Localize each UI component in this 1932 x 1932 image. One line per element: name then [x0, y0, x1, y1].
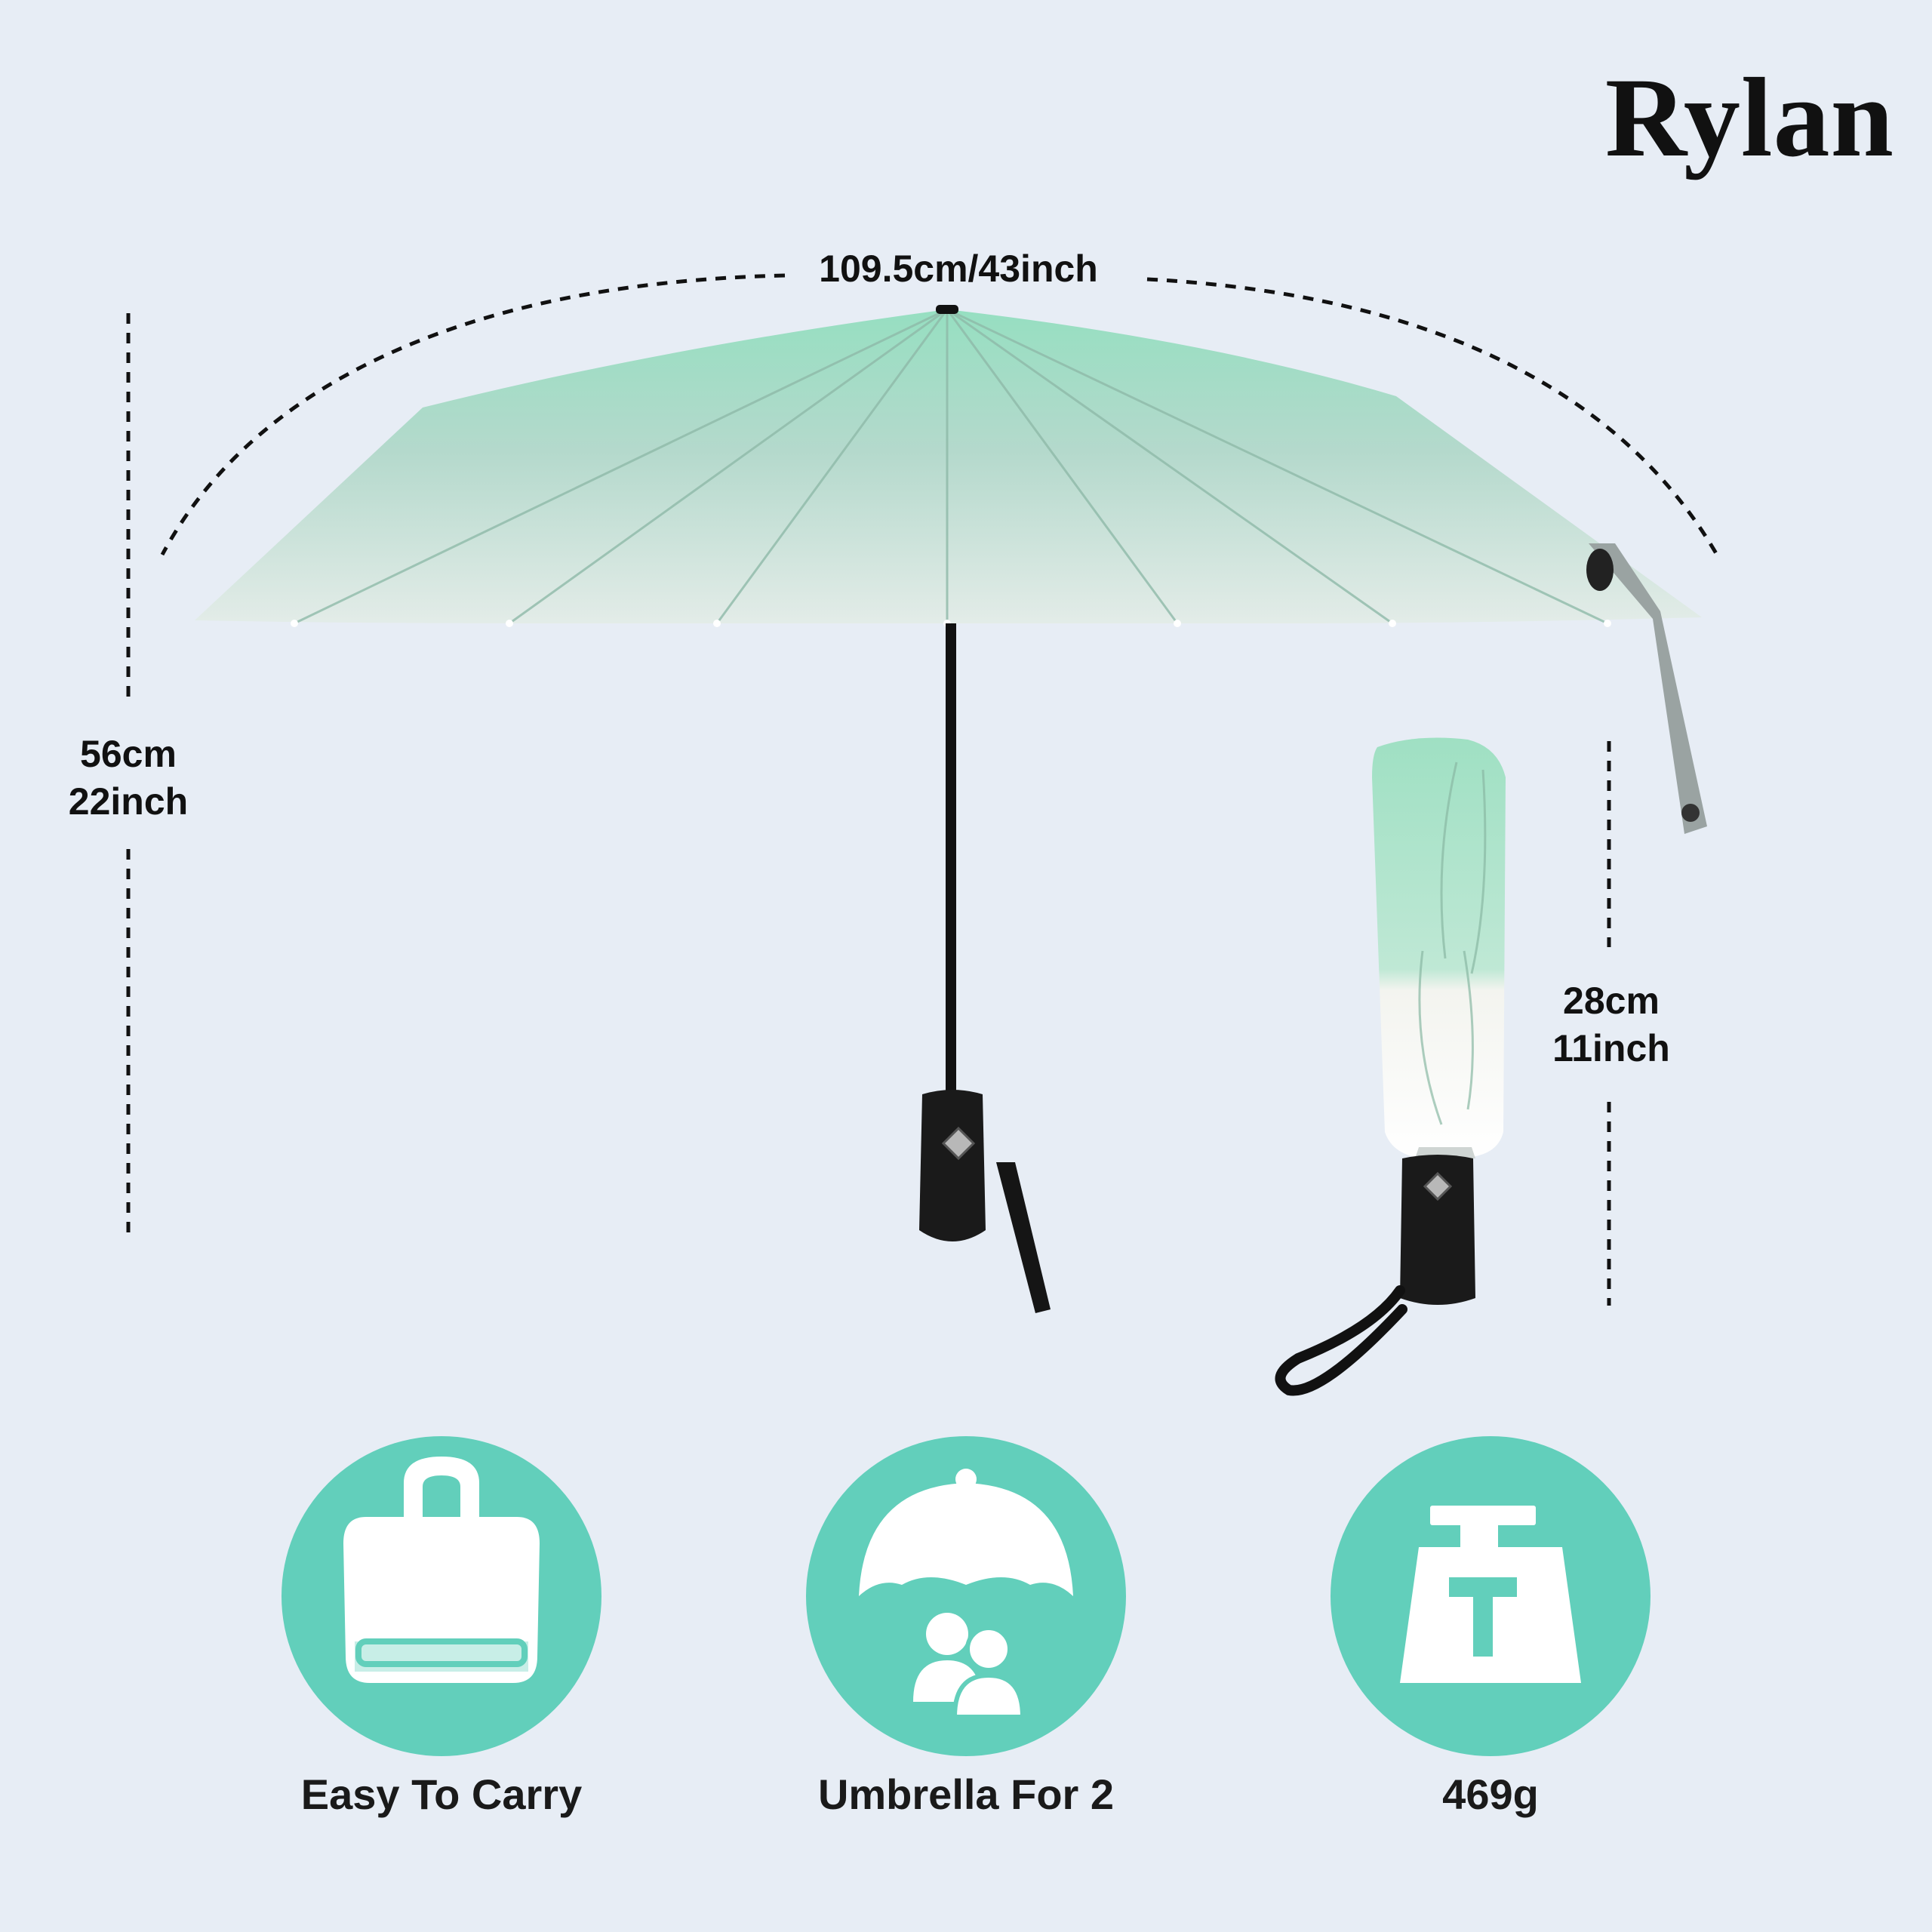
canopy-width-value: 109.5cm/43inch: [819, 248, 1098, 290]
folded-length-inch: 11inch: [1552, 1026, 1670, 1069]
folded-length-cm: 28cm: [1563, 980, 1660, 1022]
open-height-label: 56cm 22inch: [45, 731, 211, 825]
feature-umbrella-for-2: [806, 1436, 1126, 1756]
folded-umbrella-image: [1275, 737, 1506, 1396]
folded-length-label: 28cm 11inch: [1524, 977, 1698, 1072]
open-height-inch: 22inch: [68, 780, 189, 823]
handbag-icon: [343, 1457, 540, 1683]
feature-label-umbrella-for-2: Umbrella For 2: [817, 1770, 1115, 1818]
feature-label-easy-to-carry: Easy To Carry: [300, 1770, 583, 1818]
canopy-width-arrows: [160, 273, 1719, 556]
open-height-cm: 56cm: [80, 733, 177, 775]
umbrella-two-people-icon: [859, 1469, 1073, 1719]
feature-label-weight: 469g: [1442, 1770, 1539, 1818]
open-umbrella-image: [195, 305, 1707, 1313]
canopy-width-label: 109.5cm/43inch: [789, 245, 1128, 293]
weight-icon: [1400, 1506, 1581, 1683]
feature-easy-to-carry: [281, 1436, 601, 1756]
feature-weight: [1331, 1436, 1651, 1756]
brand-logo: Rylan: [1604, 55, 1894, 180]
